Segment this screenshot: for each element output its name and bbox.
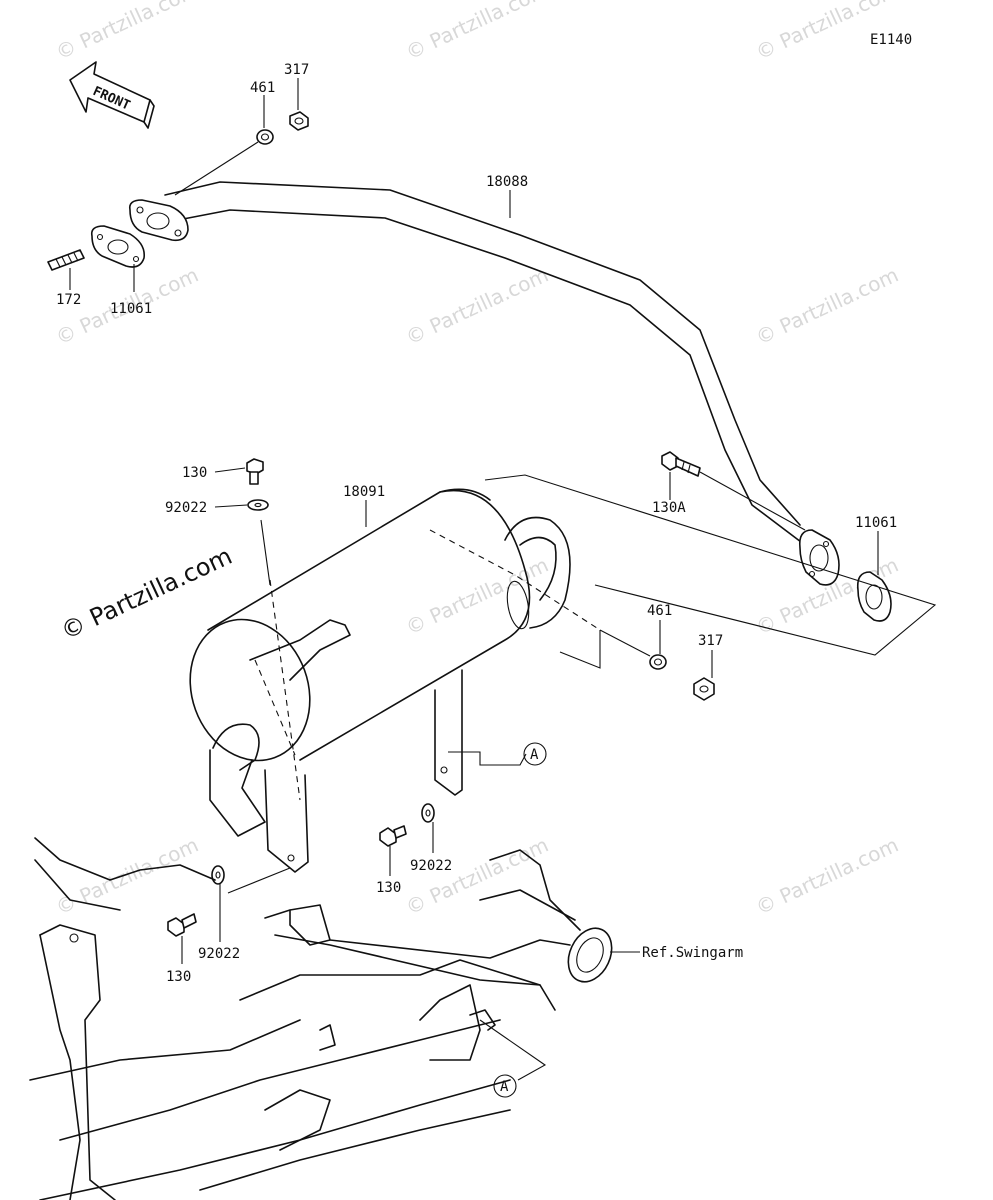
callout-labels: 461 317 18088 172 11061 130 92022 18091 …	[56, 62, 897, 1095]
bolt-130-top	[246, 458, 264, 485]
washer-92022-top	[247, 499, 269, 511]
watermark: © Partzilla.com	[402, 0, 552, 65]
callout-92022-low: 92022	[198, 946, 240, 962]
callout-11061-right: 11061	[855, 515, 897, 531]
callout-317-top: 317	[284, 62, 309, 78]
callout-18088: 18088	[486, 174, 528, 190]
watermark: © Partzilla.com	[402, 263, 552, 350]
callout-317-right: 317	[698, 633, 723, 649]
front-arrow-icon: FRONT	[69, 61, 155, 129]
washer-92022-mid	[421, 803, 435, 823]
leader-lines	[69, 78, 879, 1098]
washer-92022-low	[211, 865, 225, 885]
callout-130-top: 130	[182, 465, 207, 481]
washer-461-top	[256, 129, 274, 145]
callout-92022-top: 92022	[165, 500, 207, 516]
bolt-130A	[661, 451, 701, 477]
bolt-130-mid	[379, 825, 407, 847]
callout-18091: 18091	[343, 484, 385, 500]
watermark: © Partzilla.com	[52, 833, 202, 920]
ref-swingarm-label: Ref.Swingarm	[642, 945, 743, 961]
callout-461-top: 461	[250, 80, 275, 96]
washer-461-right	[649, 654, 667, 670]
stud-bolt	[47, 249, 85, 271]
gasket-left	[90, 225, 146, 268]
watermark: © Partzilla.com	[752, 263, 902, 350]
frame-swingarm	[29, 837, 613, 1200]
ref-A-lower: A	[500, 1079, 509, 1095]
callout-461-right: 461	[647, 603, 672, 619]
callout-130-low: 130	[166, 969, 191, 985]
muffler	[189, 474, 937, 873]
ref-A-upper: A	[530, 747, 539, 763]
callout-130A: 130A	[652, 500, 686, 516]
callout-172: 172	[56, 292, 81, 308]
callout-92022-mid: 92022	[410, 858, 452, 874]
bolt-130-low	[167, 913, 197, 937]
watermark: © Partzilla.com	[52, 0, 202, 65]
nut-317-right	[693, 677, 715, 701]
gasket-right	[856, 571, 892, 622]
watermark: © Partzilla.com	[752, 833, 902, 920]
watermarks: © Partzilla.com © Partzilla.com © Partzi…	[52, 0, 902, 920]
diagram-code: E1140	[870, 32, 912, 48]
nut-317-top	[289, 111, 309, 131]
watermark: © Partzilla.com	[402, 833, 552, 920]
exhaust-pipe	[128, 181, 840, 586]
callout-11061-left: 11061	[110, 301, 152, 317]
callout-130-mid: 130	[376, 880, 401, 896]
